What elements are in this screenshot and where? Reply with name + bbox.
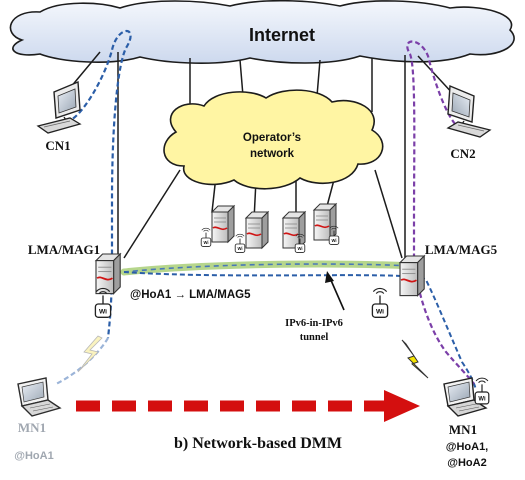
blue-path-faded [55, 337, 109, 385]
operator-ap-1-icon [200, 227, 212, 247]
lma-mag1-router-icon [95, 253, 122, 295]
tunnel-pointer-arrow [329, 277, 345, 311]
lma-mag1-label: LMA/MAG1 [28, 242, 100, 257]
mn1-wifi-icon [474, 377, 490, 405]
purple-path-cn2 [406, 40, 475, 385]
operator-server-3-icon [282, 211, 306, 249]
operator-label-line1: Operator’s [243, 132, 301, 144]
caption: b) Network-based DMM [174, 435, 342, 452]
tunnel-label-line2: tunnel [300, 332, 329, 343]
mn1-new-label: MN1 [449, 422, 477, 437]
mn1-new-hoa2: @HoA2 [447, 457, 486, 469]
operator-network-cloud [163, 89, 384, 190]
tunnel-label-line1: IPv6-in-IPv6 [285, 318, 343, 329]
cn2-label: CN2 [450, 146, 475, 161]
operator-server-4-icon [313, 203, 337, 241]
blue-path-to-mn1 [123, 271, 477, 391]
operator-server-2-icon [245, 211, 269, 249]
lma-mag5-router-icon [399, 255, 426, 297]
mn1-new-hoa1: @HoA1, [446, 441, 489, 453]
mag5-ap-icon [371, 287, 389, 318]
lightning-faded-icon [77, 335, 103, 373]
mn1-old-label: MN1 [18, 420, 46, 435]
lma-mag5-label: LMA/MAG5 [425, 242, 498, 257]
mn1-old-laptop-icon [17, 377, 61, 417]
internet-cloud [9, 0, 515, 64]
lightning-icon [401, 339, 429, 379]
internet-label: Internet [249, 25, 315, 45]
hoa-route-label: @HoA1 → LMA/MAG5 [130, 289, 251, 301]
mn1-old-hoa: @HoA1 [14, 450, 53, 462]
cn2-computer-icon [447, 85, 491, 138]
cn1-computer-icon [37, 81, 81, 134]
cn1-label: CN1 [45, 138, 70, 153]
operator-label-line2: network [250, 148, 295, 160]
blue-path-cn1 [65, 30, 132, 339]
operator-ap-2-icon [234, 233, 246, 253]
operator-server-1-icon [211, 205, 235, 243]
